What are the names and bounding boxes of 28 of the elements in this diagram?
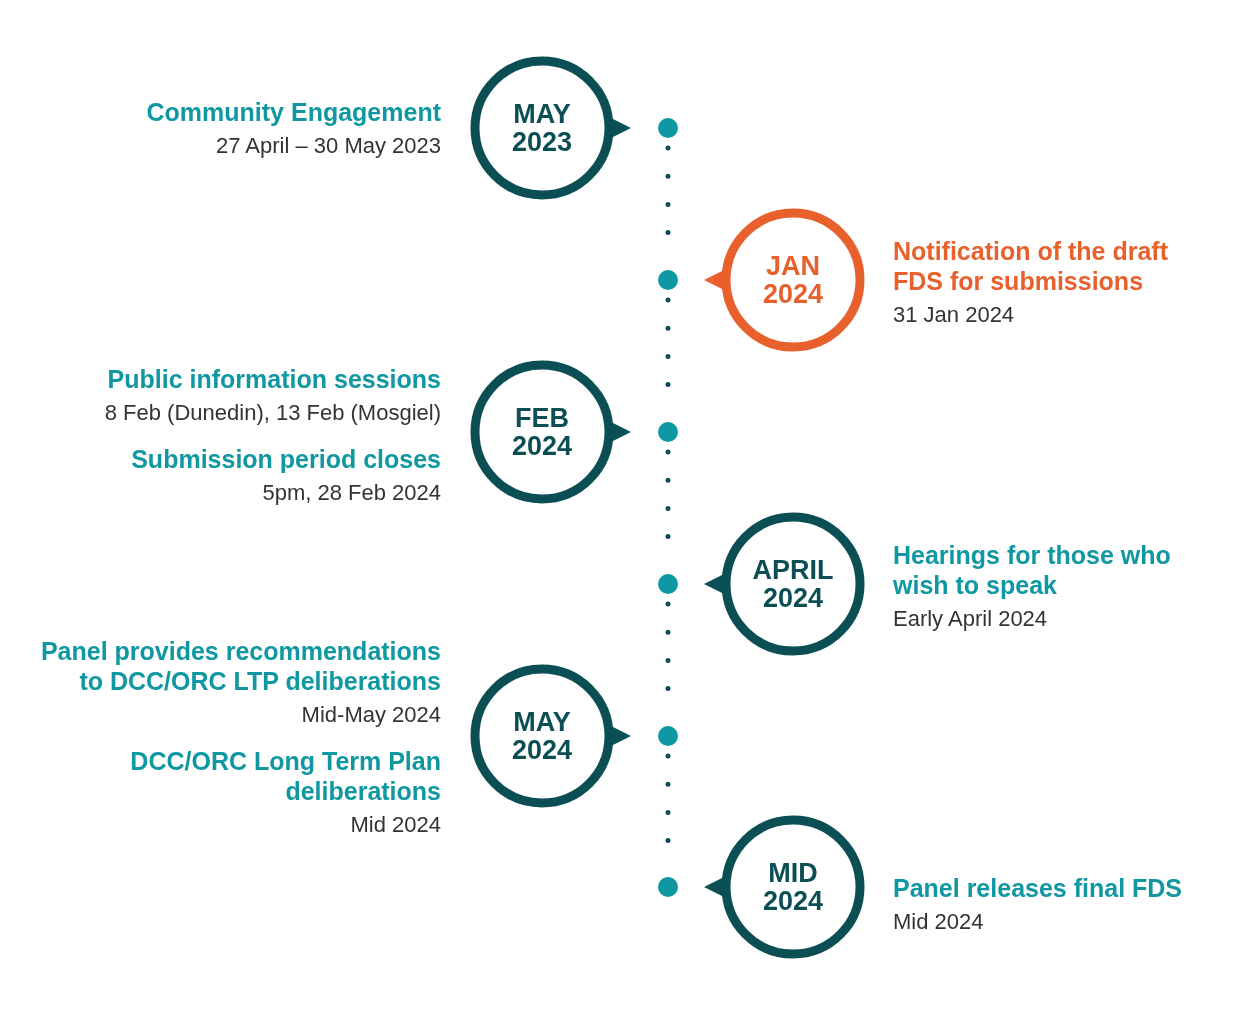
milestone-date: 27 April – 30 May 2023 — [215, 133, 441, 159]
timeline-dot — [658, 270, 678, 290]
milestone-heading: Hearings for those who wish to speak — [893, 540, 1172, 600]
timeline-dot — [658, 877, 678, 897]
milestone-date: 5pm, 28 Feb 2024 — [262, 480, 441, 506]
month-year-label: FEB 2024 — [510, 404, 574, 460]
milestone-date: Mid-May 2024 — [301, 702, 441, 728]
milestone-date: Mid 2024 — [350, 812, 441, 838]
month-year-label: MID 2024 — [761, 859, 825, 915]
milestone-heading: Panel provides recommendations to DCC/ORC LTP deliberations — [39, 636, 441, 696]
milestone-date: 31 Jan 2024 — [893, 302, 1015, 328]
milestone-date: 8 Feb (Dunedin), 13 Feb (Mosgiel) — [104, 400, 441, 426]
timeline-dot — [658, 422, 678, 442]
milestone-date: Early April 2024 — [893, 606, 1048, 632]
milestone-date: Mid 2024 — [893, 909, 984, 935]
month-year-label: MAY 2024 — [510, 708, 574, 764]
milestone-heading: Notification of the draft FDS for submissions — [893, 236, 1169, 296]
timeline-dot — [658, 574, 678, 594]
milestone-heading: Submission period closes — [131, 444, 441, 474]
milestone-heading: Community Engagement — [146, 97, 441, 127]
milestone-heading: Public information sessions — [107, 364, 441, 394]
timeline-dot — [658, 118, 678, 138]
milestone-heading: Panel releases final FDS — [893, 873, 1183, 903]
timeline-dot — [658, 726, 678, 746]
month-year-label: JAN 2024 — [761, 252, 825, 308]
month-year-label: MAY 2023 — [510, 100, 574, 156]
month-year-label: APRIL 2024 — [751, 556, 835, 612]
milestone-heading: DCC/ORC Long Term Plan deliberations — [129, 746, 441, 806]
